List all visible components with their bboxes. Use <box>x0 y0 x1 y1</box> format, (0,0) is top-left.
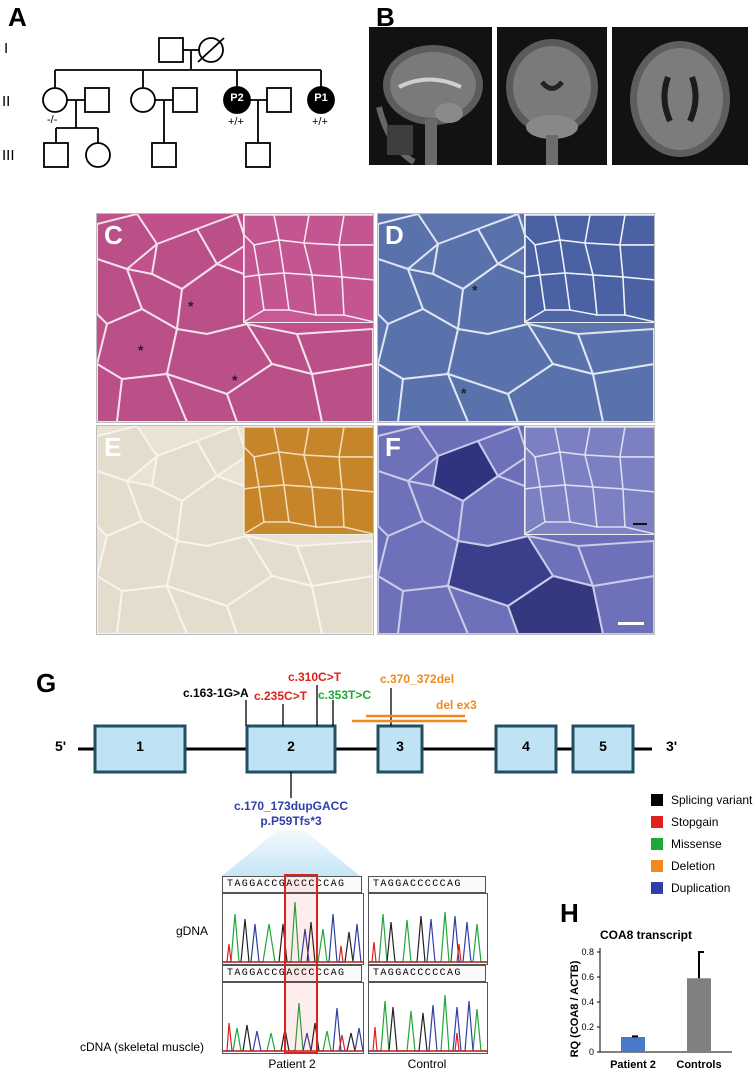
histology-stain-d-inset <box>524 214 654 323</box>
histology-stain-d-image <box>377 213 655 423</box>
chromatogram-control-cdna <box>368 982 488 1054</box>
five-prime-label: 5' <box>55 738 67 754</box>
x-category-label: Controls <box>676 1059 721 1071</box>
legend-swatch <box>651 838 663 850</box>
exon-4-label: 4 <box>522 738 530 754</box>
bar <box>687 978 711 1052</box>
fiber-asterisk: * <box>188 298 194 314</box>
pedigree-patient-p1 <box>307 86 335 114</box>
genotype-ii-1: -/- <box>47 114 58 126</box>
variant-deletion-label: c.370_372del <box>380 672 455 686</box>
exon-5 <box>571 724 635 774</box>
scale-bar <box>618 622 644 625</box>
mri-coronal-image <box>497 27 607 165</box>
duplication-highlight-box <box>284 874 318 1054</box>
row-label-gdna: gDNA <box>176 924 209 938</box>
generation-label-i: I <box>4 40 9 57</box>
exon-4 <box>494 724 558 774</box>
mri-axial-image <box>612 27 748 165</box>
duplication-protein-label: p.P59Tfs*3 <box>260 814 322 828</box>
y-tick-label: 0.2 <box>581 1022 594 1032</box>
exon-3 <box>376 724 424 774</box>
panel-label-c: C <box>104 220 123 250</box>
x-category-label: Patient 2 <box>610 1059 656 1071</box>
histology-cox-control-inset <box>243 426 373 535</box>
histology-he-image <box>96 213 374 423</box>
histology-sdh-inset <box>524 426 654 535</box>
legend-item: Stopgain <box>651 815 718 829</box>
variant-missense-label: c.353T>C <box>318 688 372 702</box>
histology-he-inset <box>243 214 373 323</box>
panel-label-a: A <box>8 2 27 32</box>
exon-1 <box>93 724 187 774</box>
exon-5-label: 5 <box>599 738 607 754</box>
panel-label-h: H <box>560 898 579 928</box>
variant-deletion-label: del ex3 <box>436 698 477 712</box>
exon-2 <box>245 724 337 774</box>
fiber-asterisk: * <box>461 385 467 401</box>
legend-swatch <box>651 860 663 872</box>
generation-label-iii: III <box>2 147 15 164</box>
variant-stopgain-label: c.310C>T <box>288 670 342 684</box>
variant-splicing-label: c.163-1G>A <box>183 686 249 700</box>
legend-swatch <box>651 794 663 806</box>
histology-sdh-image <box>377 425 655 635</box>
legend-item: Missense <box>651 837 722 851</box>
pedigree-deceased-mark <box>197 37 225 63</box>
fiber-asterisk: * <box>232 372 238 388</box>
column-label-control: Control <box>407 1057 447 1071</box>
fiber-asterisk: * <box>472 282 478 298</box>
panel-label-e: E <box>104 432 122 462</box>
y-tick-label: 0.8 <box>581 947 594 957</box>
exon-3-label: 3 <box>396 738 404 754</box>
chromatogram-control-gdna <box>368 893 488 965</box>
legend-item: Splicing variant <box>651 793 752 807</box>
chart-title: COA8 transcript <box>599 928 693 942</box>
genotype-p1: +/+ <box>312 116 328 128</box>
legend-swatch <box>651 816 663 828</box>
panel-label-f: F <box>385 432 401 462</box>
exon-1-label: 1 <box>136 738 144 754</box>
column-label-patient: Patient 2 <box>268 1057 316 1071</box>
bar <box>621 1037 645 1052</box>
pedigree-chart <box>42 37 335 168</box>
generation-label-ii: II <box>2 93 11 110</box>
legend-item: Deletion <box>651 859 715 873</box>
genotype-p2: +/+ <box>228 116 244 128</box>
y-tick-label: 0.6 <box>581 972 594 982</box>
mri-sagittal-image <box>369 27 492 165</box>
three-prime-label: 3' <box>666 738 678 754</box>
histology-cox-image <box>96 425 374 635</box>
y-tick-label: 0 <box>589 1047 594 1057</box>
pedigree-label-p2: P2 <box>230 92 244 104</box>
zoom-wedge <box>222 830 360 876</box>
fiber-asterisk: * <box>138 342 144 358</box>
gene-structure-diagram <box>78 685 652 798</box>
duplication-label: c.170_173dupGACC <box>233 799 349 813</box>
sequence-strip-control-gdna: TAGGACCCCCAG <box>368 876 486 893</box>
legend-item: Duplication <box>651 881 730 895</box>
panel-label-d: D <box>385 220 404 250</box>
panel-label-b: B <box>376 2 395 32</box>
y-tick-label: 0.4 <box>581 997 594 1007</box>
sequence-strip-control-cdna: TAGGACCCCCAG <box>368 965 486 982</box>
row-label-cdna: cDNA (skeletal muscle) <box>80 1040 205 1054</box>
legend-swatch <box>651 882 663 894</box>
panel-label-g: G <box>36 668 57 698</box>
exon-2-label: 2 <box>287 738 295 754</box>
chromatogram-patient-gdna <box>222 893 364 965</box>
chromatogram-patient-cdna <box>222 982 364 1054</box>
pedigree-founder-male <box>158 37 184 63</box>
variant-stopgain-label: c.235C>T <box>254 689 308 703</box>
pedigree-label-p1: P1 <box>314 92 328 104</box>
